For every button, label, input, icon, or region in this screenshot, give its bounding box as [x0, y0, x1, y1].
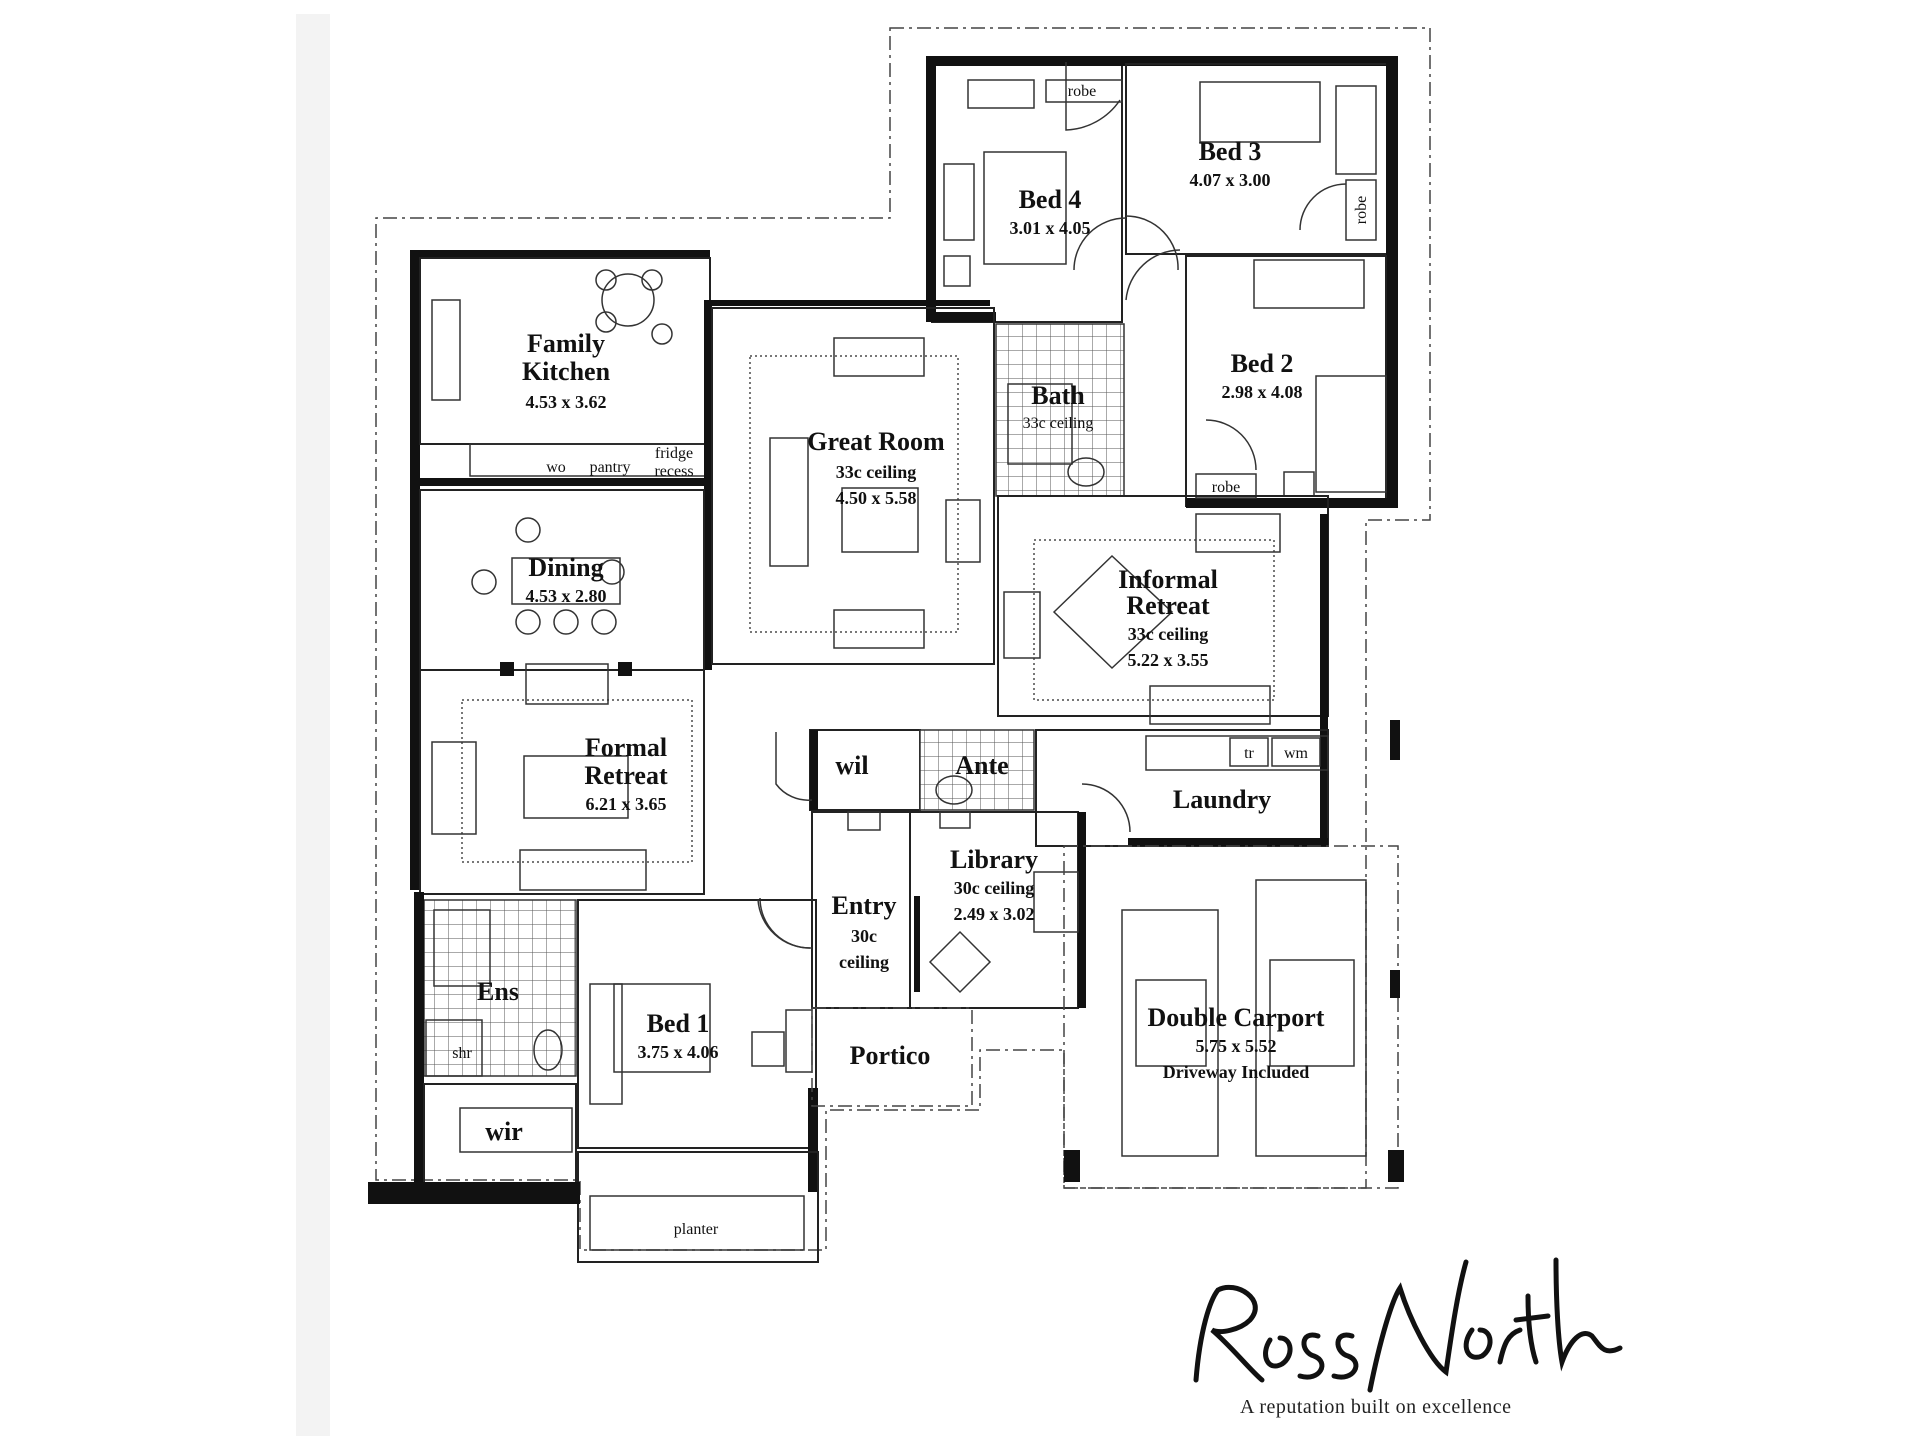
ante-room[interactable]	[919, 729, 1035, 811]
portico-label: Portico	[850, 1041, 931, 1070]
bed4-label: Bed 4 3.01 x 4.05 robe	[1010, 83, 1097, 238]
planter-area	[577, 1151, 819, 1263]
svg-text:Library: Library	[950, 845, 1038, 874]
portico-area	[811, 1007, 973, 1107]
double-carport-label: Double Carport 5.75 x 5.52 Driveway Incl…	[1148, 1003, 1325, 1082]
svg-text:fridge: fridge	[655, 445, 693, 462]
svg-text:recess: recess	[654, 463, 693, 480]
bed1-label: Bed 1 3.75 x 4.06	[638, 1009, 719, 1062]
bed3-label: Bed 3 4.07 x 3.00 robe	[1190, 137, 1371, 224]
svg-text:Family: Family	[527, 329, 605, 358]
svg-text:Entry: Entry	[832, 891, 897, 920]
bed1-room[interactable]	[577, 899, 818, 1192]
ross-north-logo	[1193, 1257, 1623, 1393]
bed2-room[interactable]	[1185, 255, 1398, 508]
ens-room[interactable]	[414, 892, 577, 1192]
svg-text:wil: wil	[835, 751, 868, 780]
formal-retreat-label: Formal Retreat 6.21 x 3.65	[584, 733, 668, 814]
svg-text:Ante: Ante	[955, 751, 1008, 780]
svg-text:33c ceiling: 33c ceiling	[1023, 415, 1094, 432]
informal-retreat-label: Informal Retreat 33c ceiling 5.22 x 3.55	[1118, 565, 1218, 670]
svg-text:ceiling: ceiling	[839, 952, 889, 972]
svg-text:wir: wir	[485, 1117, 523, 1146]
svg-text:Kitchen: Kitchen	[522, 357, 611, 386]
svg-text:Informal: Informal	[1118, 565, 1218, 594]
planter-label: planter	[674, 1221, 719, 1238]
svg-text:33c ceiling: 33c ceiling	[1128, 624, 1208, 644]
svg-text:tr: tr	[1244, 745, 1254, 762]
svg-text:6.21 x 3.65: 6.21 x 3.65	[586, 794, 667, 814]
wil-label: wil	[835, 751, 868, 780]
svg-text:Ens: Ens	[477, 977, 519, 1006]
svg-text:Bed 2: Bed 2	[1231, 349, 1294, 378]
svg-text:Portico: Portico	[850, 1041, 931, 1070]
svg-text:wo: wo	[546, 459, 566, 476]
formal-retreat-room[interactable]	[419, 662, 705, 895]
double-carport[interactable]	[1063, 720, 1404, 1189]
svg-text:shr: shr	[452, 1045, 472, 1062]
svg-text:4.50 x 5.58: 4.50 x 5.58	[836, 488, 917, 508]
svg-text:Bed 3: Bed 3	[1199, 137, 1262, 166]
entry-label: Entry 30c ceiling	[832, 891, 897, 972]
ante-label: Ante	[955, 751, 1008, 780]
svg-text:30c ceiling: 30c ceiling	[954, 878, 1034, 898]
svg-text:Laundry: Laundry	[1173, 785, 1271, 814]
svg-text:wm: wm	[1284, 745, 1309, 762]
scan-margin-strip	[296, 14, 330, 1436]
informal-retreat-room[interactable]	[997, 495, 1329, 844]
svg-text:Retreat: Retreat	[1126, 591, 1210, 620]
svg-text:Bed 1: Bed 1	[647, 1009, 710, 1038]
great-room-label: Great Room 33c ceiling 4.50 x 5.58	[807, 427, 945, 508]
svg-text:30c: 30c	[851, 926, 877, 946]
svg-text:4.53 x 3.62: 4.53 x 3.62	[526, 392, 607, 412]
svg-text:4.53 x 2.80: 4.53 x 2.80	[526, 586, 607, 606]
svg-text:Dining: Dining	[528, 553, 603, 582]
pantry-labels: wo pantry fridge recess	[546, 445, 693, 480]
great-room[interactable]	[704, 300, 995, 670]
svg-text:robe: robe	[1212, 479, 1240, 496]
hallway	[1073, 215, 1181, 301]
svg-text:Retreat: Retreat	[584, 761, 668, 790]
bed4-room[interactable]	[926, 56, 1396, 323]
site-boundary	[375, 27, 1431, 1251]
svg-text:5.22 x 3.55: 5.22 x 3.55	[1128, 650, 1209, 670]
svg-text:4.07 x 3.00: 4.07 x 3.00	[1190, 170, 1271, 190]
svg-text:Double Carport: Double Carport	[1148, 1003, 1325, 1032]
svg-text:Driveway Included: Driveway Included	[1163, 1062, 1310, 1082]
svg-text:Great Room: Great Room	[807, 427, 945, 456]
bath-label: Bath 33c ceiling	[1023, 381, 1094, 432]
svg-text:33c ceiling: 33c ceiling	[836, 462, 916, 482]
svg-text:2.49 x 3.02: 2.49 x 3.02	[954, 904, 1035, 924]
dining-label: Dining 4.53 x 2.80	[526, 553, 607, 606]
wir-label: wir	[485, 1117, 523, 1146]
library-label: Library 30c ceiling 2.49 x 3.02	[950, 845, 1038, 924]
svg-text:3.75 x 4.06: 3.75 x 4.06	[638, 1042, 719, 1062]
dining-room[interactable]	[410, 489, 705, 890]
svg-text:3.01 x 4.05: 3.01 x 4.05	[1010, 218, 1091, 238]
front-wall	[368, 1182, 580, 1204]
svg-text:Bath: Bath	[1031, 381, 1085, 410]
laundry-label: Laundry tr wm	[1173, 745, 1309, 814]
svg-text:pantry: pantry	[590, 459, 631, 476]
bath-room[interactable]	[995, 323, 1125, 497]
svg-text:robe: robe	[1068, 83, 1096, 100]
brand-tagline: A reputation built on excellence	[1240, 1396, 1512, 1418]
svg-text:2.98 x 4.08: 2.98 x 4.08	[1222, 382, 1303, 402]
svg-text:planter: planter	[674, 1221, 719, 1238]
svg-text:Bed 4: Bed 4	[1019, 185, 1082, 214]
svg-text:5.75 x 5.52: 5.75 x 5.52	[1196, 1036, 1277, 1056]
ens-label: Ens shr	[452, 977, 519, 1062]
family-kitchen-label: Family Kitchen 4.53 x 3.62	[522, 329, 611, 412]
svg-text:Formal: Formal	[585, 733, 667, 762]
bed3-room[interactable]	[1125, 56, 1398, 506]
svg-text:robe: robe	[1353, 196, 1370, 224]
bed2-label: Bed 2 2.98 x 4.08 robe	[1212, 349, 1303, 496]
